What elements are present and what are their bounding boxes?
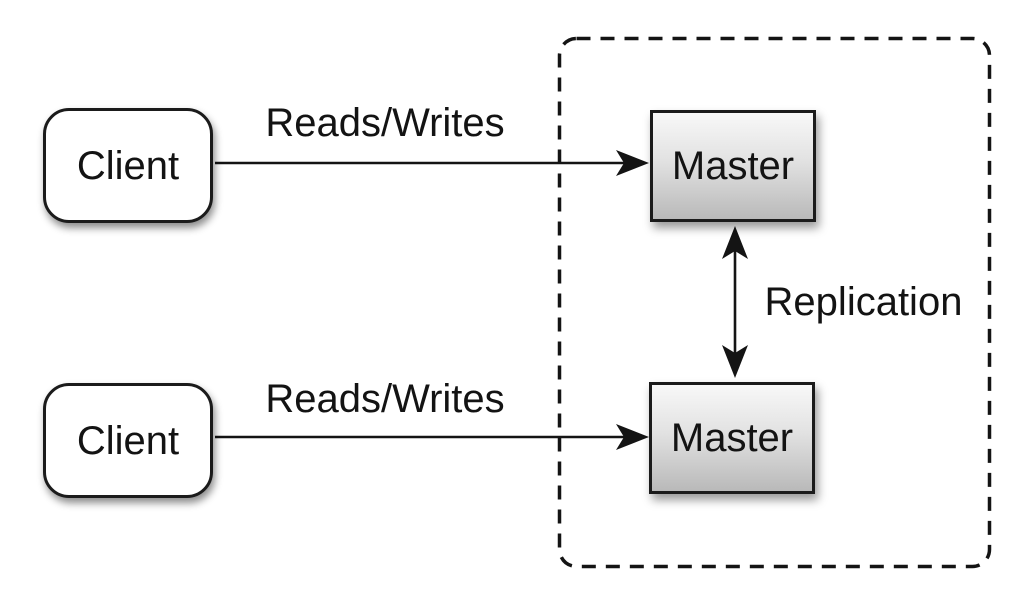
node-master-bottom: Master: [649, 382, 815, 494]
arrowhead-up-icon: [722, 226, 748, 259]
node-master-top: Master: [650, 110, 816, 222]
arrowhead-down-icon: [722, 345, 748, 378]
node-client-bottom-label: Client: [76, 418, 180, 463]
node-client-top-label: Client: [76, 143, 180, 188]
node-master-bottom-label: Master: [670, 416, 794, 460]
edge-label-replication: Replication: [764, 280, 963, 324]
replication-zone-dashed-border: [557, 36, 992, 569]
node-client-top: Client: [43, 108, 213, 223]
edge-label-reads-writes-top: Reads/Writes: [265, 101, 505, 145]
node-master-top-label: Master: [671, 144, 795, 188]
edge-label-reads-writes-bottom: Reads/Writes: [265, 377, 505, 421]
node-client-bottom: Client: [43, 383, 213, 498]
arrowhead-right-icon: [616, 424, 649, 450]
arrowhead-right-icon: [616, 150, 649, 176]
arrow-reads-writes-top: [215, 150, 649, 176]
arrow-replication: [722, 226, 748, 378]
arrow-reads-writes-bottom: [215, 424, 649, 450]
